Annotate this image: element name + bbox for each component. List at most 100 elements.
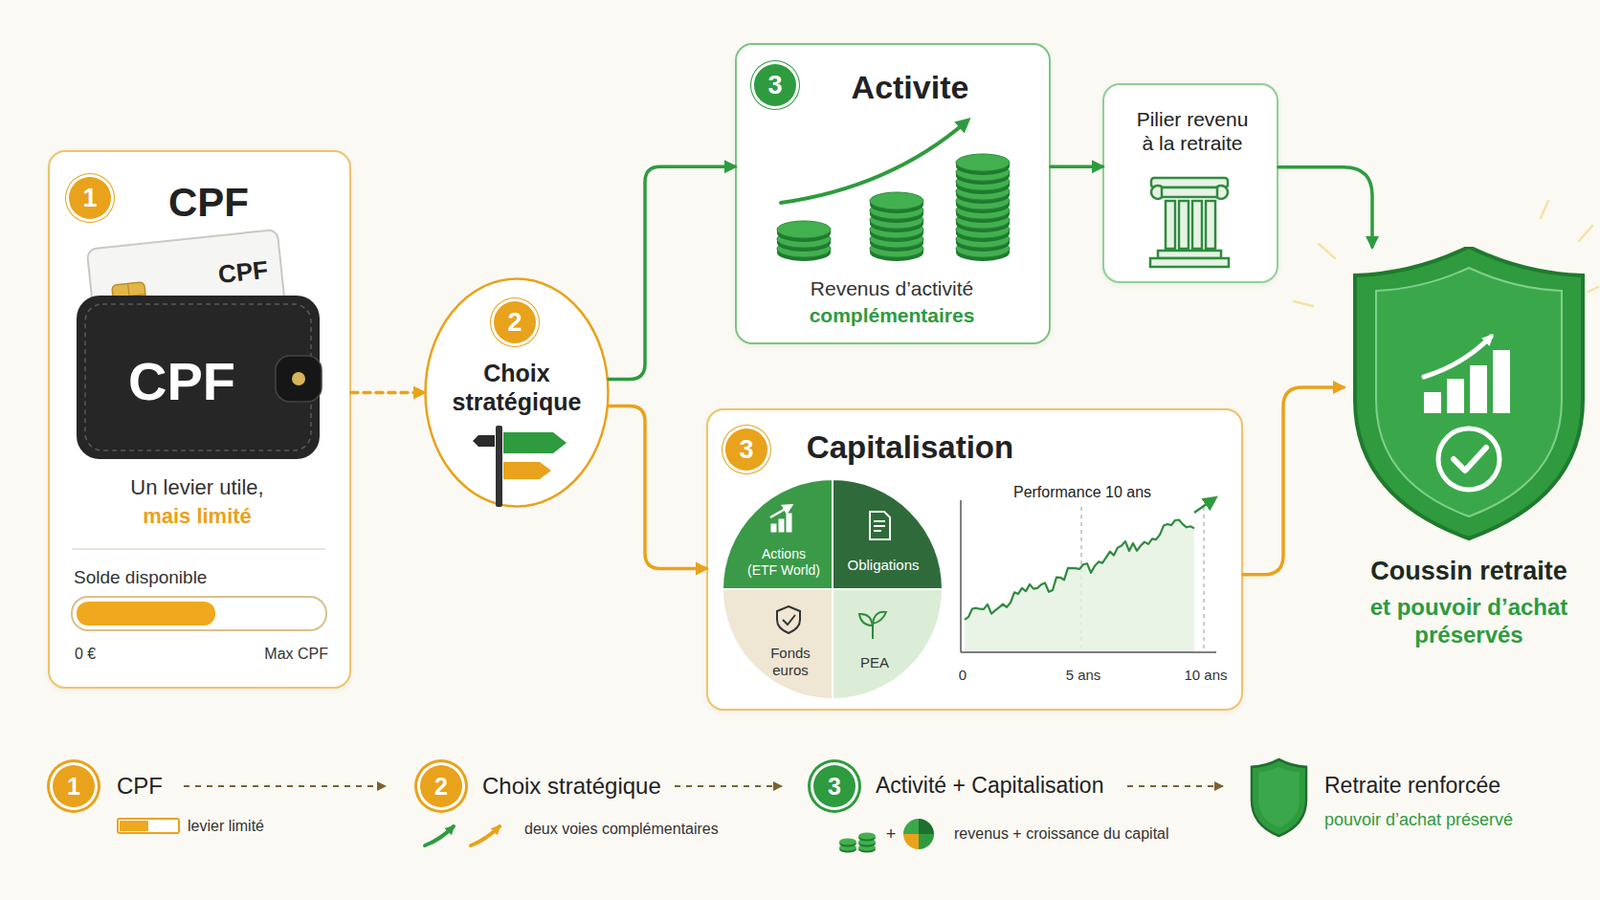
box-title: Choix stratégique	[444, 358, 589, 417]
slice-shape	[832, 589, 943, 700]
slice-label: Fonds euros	[761, 644, 820, 680]
step-note: revenus + croissance du capital	[954, 824, 1170, 844]
activity-box: 3ActiviteRevenus d’activitécomplémentair…	[734, 43, 1051, 345]
capitalisation-box: 3Actions (ETF World) ObligationsFonds eur…	[706, 408, 1244, 712]
graphic-part	[183, 785, 386, 788]
graphic-part	[858, 846, 876, 854]
graphic-part	[903, 819, 919, 835]
mini-coins	[839, 833, 876, 854]
slice-label: Obligations	[846, 556, 919, 575]
slice-shape	[722, 589, 833, 700]
box-text: complémentaires	[809, 303, 976, 328]
graphic-part	[832, 589, 943, 700]
graphic-part	[722, 589, 833, 700]
step-title: Activité + Capitalisation	[875, 773, 1104, 800]
graphic-part	[425, 279, 609, 508]
mini-bar	[117, 819, 179, 834]
graphic-part	[832, 479, 943, 590]
graphic-part	[903, 834, 919, 850]
graphic-part	[1438, 428, 1500, 490]
plus-sign: +	[886, 824, 897, 846]
graphic-part	[722, 479, 833, 590]
graphic-part	[1469, 365, 1488, 414]
step-circle: 2	[420, 765, 463, 808]
slice-label: Actions (ETF World)	[746, 546, 822, 579]
mini-arrows	[424, 826, 500, 846]
card-text: CPF	[217, 255, 270, 290]
wallet-text: CPF	[128, 349, 236, 414]
graphic-part	[1492, 350, 1511, 414]
step-title: Choix stratégique	[482, 773, 662, 801]
graphic-part	[1588, 287, 1599, 292]
pie-slice: Actions (ETF World)	[722, 479, 833, 590]
mini-pie	[903, 819, 934, 850]
callout-number: 3	[738, 434, 754, 466]
callout-number: 2	[507, 307, 522, 338]
graphic-part	[674, 785, 782, 788]
graphic-part	[470, 826, 500, 846]
connector	[1278, 167, 1373, 247]
graphic-part	[858, 841, 876, 848]
step-note: deux voies complémentaires	[524, 820, 719, 839]
result-title: Coussin retraite	[1370, 555, 1568, 587]
pillar-box: Pilier revenu à la retraite	[1102, 83, 1279, 284]
graphic-part	[1578, 225, 1593, 242]
axis-label: Max CPF	[264, 644, 329, 664]
step-number: 2	[434, 772, 448, 801]
slice-label: PEA	[860, 654, 889, 672]
step-title: CPF	[116, 773, 163, 801]
callout-number: 3	[754, 64, 797, 107]
callout-number: 1	[82, 182, 97, 214]
graphic-part	[858, 839, 876, 846]
graphic-part	[1318, 244, 1335, 259]
pie-slice: PEA	[832, 589, 943, 700]
box-title: CPF	[168, 178, 249, 227]
axis-label: 0	[958, 666, 967, 685]
graphic-part	[1258, 767, 1300, 828]
graphic-part	[1540, 200, 1549, 219]
step-note: levier limité	[187, 817, 265, 836]
graphic-part	[424, 826, 454, 846]
axis-label: 5 ans	[1066, 666, 1102, 685]
graphic-part	[839, 846, 857, 854]
step-circle: 1	[52, 765, 95, 808]
step-title: Retraite renforcée	[1324, 773, 1501, 800]
box-text: Un levier utile,	[130, 475, 264, 501]
step-number: 3	[827, 772, 842, 801]
graphic-part	[1127, 785, 1223, 788]
step-number: 1	[66, 772, 81, 801]
box-title: Pilier revenu à la retraite	[1131, 107, 1254, 156]
graphic-part	[1423, 336, 1491, 378]
step-circle: 3	[813, 765, 856, 808]
mini-shield	[1251, 759, 1307, 837]
graphic-part	[1293, 301, 1313, 307]
graphic-part	[839, 839, 857, 846]
step-note: pouvoir d’achat préservé	[1324, 810, 1513, 832]
connector	[608, 166, 735, 379]
graphic-part	[1423, 392, 1442, 414]
graphic-part	[1251, 759, 1307, 837]
graphic-part	[117, 819, 179, 834]
graphic-part	[1453, 447, 1487, 471]
graphic-part	[918, 819, 934, 835]
box-text: Revenus d’activité	[810, 276, 974, 301]
graphic-part	[119, 821, 149, 832]
connector	[608, 406, 707, 570]
shield-shape	[1347, 246, 1591, 544]
axis-label: 0 €	[74, 644, 96, 664]
graphic-part	[1376, 267, 1562, 517]
cpf-box: 1CPFUn levier utile,mais limitéSolde dis…	[47, 150, 352, 689]
box-text: Solde disponible	[73, 567, 207, 590]
graphic-part	[1355, 246, 1583, 539]
box-text: mais limité	[142, 504, 252, 530]
graphic-part	[858, 835, 876, 843]
shield-node: Coussin retraiteet pouvoir d’achat prése…	[1343, 246, 1595, 668]
graphic-part	[839, 841, 857, 848]
graphic-part	[858, 844, 876, 852]
pie-slice: Fonds euros	[722, 589, 833, 700]
connector	[1050, 164, 1103, 169]
callout-number: 3	[725, 428, 768, 471]
choice-ellipse: 2Choix stratégique	[423, 277, 610, 509]
graphic-part	[839, 844, 857, 852]
